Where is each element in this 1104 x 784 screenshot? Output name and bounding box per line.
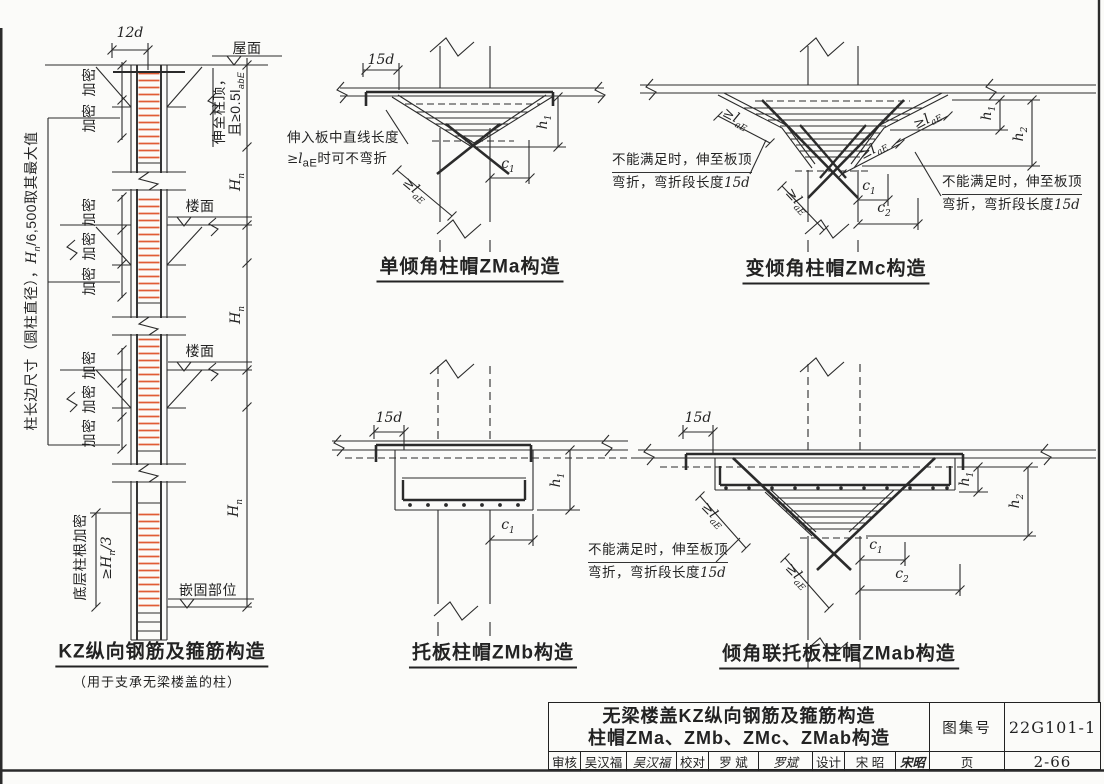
extend-to-column-top-note-line1: 伸至柱顶， — [211, 71, 227, 145]
bend-note-line2: 弯折，弯折段长度15d — [942, 196, 1080, 213]
dim-c1-label: c1 — [501, 517, 515, 536]
densify-label: 加密 — [81, 231, 97, 261]
dim-h2-label: h2 — [1011, 126, 1030, 142]
densify-label: 加密 — [81, 103, 97, 133]
bend-note-line2: 弯折，弯折段长度15d — [588, 564, 726, 581]
dim-c2-label: c2 — [895, 566, 909, 585]
atlas-number-value: 22G101-1 — [1008, 717, 1097, 737]
title-block: 无梁楼盖KZ纵向钢筋及箍筋构造 柱帽ZMa、ZMb、ZMc、ZMab构造 图集号… — [548, 702, 1101, 771]
dim-h1-label: h1 — [957, 471, 976, 487]
check-label: 校对 — [677, 752, 709, 771]
zmb-linework — [332, 359, 741, 636]
dim-c1-label: c1 — [862, 178, 876, 197]
dim-hn3-label: ≥Hn/3 — [99, 536, 118, 580]
zma-anchor-note: 伸入板中直线长度 ≥laE时可不弯折 — [287, 128, 399, 173]
check-name: 罗 斌 — [709, 752, 759, 771]
kz-elevation-linework — [45, 43, 282, 641]
kz-elevation-subtitle: （用于支承无梁楼盖的柱） — [72, 674, 242, 690]
review-name: 吴汉福 — [581, 752, 627, 771]
bend-note-line2: 弯折，弯折段长度15d — [612, 174, 750, 191]
zmc-bend-note-right: 不能满足时，伸至板顶 弯折，弯折段长度15d — [942, 172, 1082, 216]
check-signature: 罗斌 — [759, 752, 813, 771]
kz-elevation-title: KZ纵向钢筋及箍筋构造 — [55, 643, 269, 668]
bend-note-line1: 不能满足时，伸至板顶 — [612, 150, 752, 173]
atlas-number-label: 图集号 — [930, 703, 1005, 751]
bottom-densify-note: 底层柱根加密 — [72, 513, 88, 601]
review-label: 审核 — [549, 752, 581, 771]
zma-anchor-note-line2: ≥laE时可不弯折 — [287, 150, 388, 170]
floor-level-label: 楼面 — [185, 198, 215, 214]
dim-hn-label: Hn — [226, 498, 245, 518]
bend-note-line1: 不能满足时，伸至板顶 — [942, 172, 1082, 195]
page-number: 2-66 — [1005, 751, 1100, 771]
dim-15d-label: 15d — [375, 410, 403, 426]
zmc-title: 变倾角柱帽ZMc构造 — [742, 260, 930, 285]
page-label: 页 — [960, 756, 974, 770]
dim-h1-label: h1 — [979, 105, 998, 121]
zma-title: 单倾角柱帽ZMa构造 — [376, 258, 564, 283]
dim-hn-label: Hn — [228, 305, 247, 325]
embedment-label: 嵌固部位 — [179, 582, 237, 598]
dim-h1-label: h1 — [548, 472, 567, 488]
sheet-title-line1: 无梁楼盖KZ纵向钢筋及箍筋构造 — [602, 705, 876, 726]
bend-note-line1: 不能满足时，伸至板顶 — [588, 540, 728, 563]
zmab-title: 倾角联托板柱帽ZMab构造 — [719, 645, 959, 670]
densify-label: 加密 — [81, 384, 97, 414]
column-side-note: 柱长边尺寸（圆柱直径），Hn/6,500取其最大值 — [23, 131, 42, 431]
densify-label: 加密 — [81, 266, 97, 296]
densify-label: 加密 — [81, 197, 97, 227]
dim-12d-label: 12d — [116, 25, 144, 41]
dim-c1-label: c1 — [869, 537, 883, 556]
dim-h2-label: h2 — [1007, 493, 1026, 509]
floor-level-label: 楼面 — [185, 343, 215, 359]
extend-to-column-top-note-line2: 且≥0.5labE — [227, 71, 246, 137]
zmc-bend-note-left: 不能满足时，伸至板顶 弯折，弯折段长度15d — [612, 150, 752, 194]
approval-row: 审核 吴汉福 吴汉福 校对 罗 斌 罗斌 设计 宋 昭 宋昭 — [549, 751, 930, 771]
zma-linework — [336, 37, 606, 252]
densify-label: 加密 — [81, 350, 97, 380]
zmc-linework — [640, 37, 1096, 252]
densify-label: 加密 — [81, 67, 97, 97]
design-signature: 宋昭 — [899, 755, 925, 770]
design-name: 宋 昭 — [845, 752, 896, 771]
dim-h1-label: h1 — [535, 114, 554, 130]
page-label-cell: 页 — [930, 751, 1005, 771]
design-label: 设计 — [813, 752, 845, 771]
zmab-linework — [638, 357, 1096, 668]
dim-hn-label: Hn — [228, 172, 247, 192]
sheet-title-line2: 柱帽ZMa、ZMb、ZMc、ZMab构造 — [588, 728, 890, 748]
dim-c2-label: c2 — [877, 200, 891, 219]
title-block-main: 无梁楼盖KZ纵向钢筋及箍筋构造 柱帽ZMa、ZMb、ZMc、ZMab构造 — [549, 703, 930, 751]
densify-label: 加密 — [81, 418, 97, 448]
zmab-bend-note: 不能满足时，伸至板顶 弯折，弯折段长度15d — [588, 540, 728, 584]
zma-anchor-note-line1: 伸入板中直线长度 — [287, 130, 399, 145]
dim-c1-label: c1 — [501, 156, 515, 175]
roof-level-label: 屋面 — [232, 40, 262, 56]
dim-15d-label: 15d — [684, 410, 712, 426]
zmb-title: 托板柱帽ZMb构造 — [408, 644, 578, 669]
review-signature: 吴汉福 — [627, 752, 677, 771]
dim-15d-label: 15d — [367, 52, 395, 68]
